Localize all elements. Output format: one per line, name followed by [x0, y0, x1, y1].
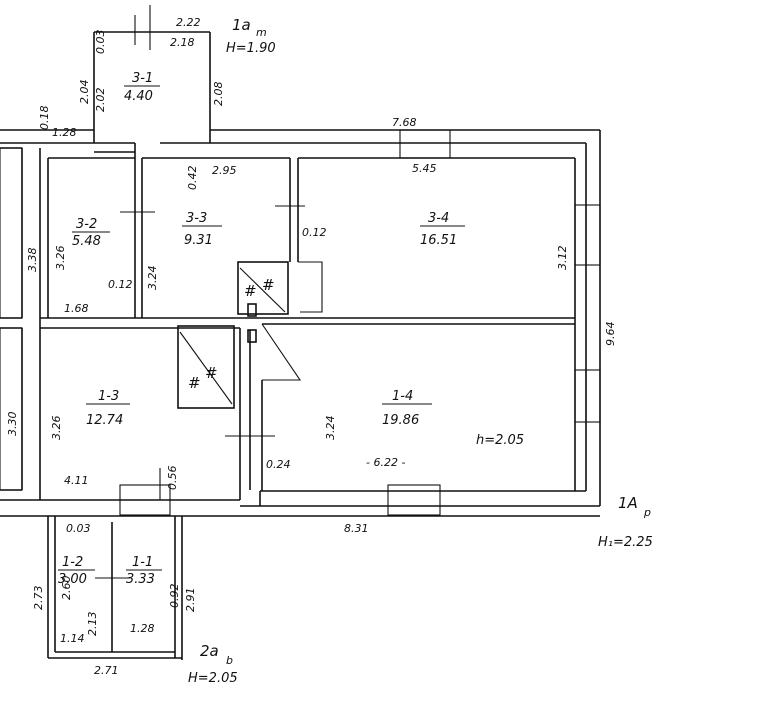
top-block-label: 1a — [232, 16, 251, 34]
walls — [0, 5, 601, 660]
dim-label: 3.26 — [50, 416, 63, 441]
hatch-mark: # — [244, 282, 257, 300]
room-1-1-area: 3.33 — [126, 572, 155, 587]
dim-label: 3.38 — [26, 248, 39, 273]
room-1-4-num: 1-4 — [392, 389, 413, 404]
dim-label: 2.22 — [176, 16, 201, 29]
dim-label: 9.64 — [604, 322, 617, 347]
dim-label: 3.24 — [146, 266, 159, 291]
room-1-2-num: 1-2 — [62, 555, 83, 570]
dim-label: 2.91 — [184, 588, 197, 613]
dim-label: 7.68 — [392, 116, 417, 129]
top-block-sub: m — [256, 26, 267, 39]
bottom-block-height: H=2.05 — [188, 671, 238, 686]
dim-label: 4.11 — [64, 474, 89, 487]
dim-label: 0.92 — [168, 584, 181, 609]
room-1-1-num: 1-1 — [132, 555, 153, 570]
bottom-block-sub: b — [226, 654, 233, 667]
top-block-height: H=1.90 — [226, 41, 276, 56]
room-labels: 3-1 4.40 3-2 5.48 3-3 9.31 3-4 16.51 1-3… — [58, 71, 465, 587]
dim-label: 2.04 — [78, 80, 91, 105]
room-3-3-num: 3-3 — [186, 211, 207, 226]
room-3-1-area: 4.40 — [124, 89, 153, 104]
dim-label: 8.31 — [344, 522, 369, 535]
dim-label: 0.24 — [266, 458, 291, 471]
dim-label: 1.68 — [64, 302, 89, 315]
dim-label: 2.60 — [60, 576, 73, 601]
dim-label: 2.71 — [94, 664, 119, 677]
hatch-mark: # — [205, 364, 218, 382]
dim-label: 2.95 — [212, 164, 237, 177]
room-1-3-num: 1-3 — [98, 389, 119, 404]
hatch-mark: # — [188, 374, 201, 392]
room-1-2-area: 3.00 — [58, 572, 87, 587]
dim-label: 0.03 — [66, 522, 91, 535]
bottom-block-label: 2a — [200, 642, 219, 660]
dim-label: 1.28 — [52, 126, 77, 139]
room-3-2-area: 5.48 — [72, 234, 101, 249]
room-1-4-area: 19.86 — [382, 413, 419, 428]
room-3-4-num: 3-4 — [428, 211, 449, 226]
dim-label: 0.03 — [94, 30, 107, 55]
dim-label: 0.56 — [166, 466, 179, 491]
dim-label: 3.12 — [556, 246, 569, 271]
dim-label: 3.30 — [6, 412, 19, 437]
dim-label: 2.08 — [212, 82, 225, 107]
dim-label: 0.18 — [38, 106, 51, 131]
main-block-label: 1A — [618, 494, 638, 512]
room-1-3-area: 12.74 — [86, 413, 123, 428]
room-3-4-area: 16.51 — [420, 233, 457, 248]
room-3-1-num: 3-1 — [132, 71, 153, 86]
dim-label: 1.14 — [60, 632, 85, 645]
room-3-3-area: 9.31 — [184, 233, 213, 248]
dim-label: - 6.22 - — [366, 456, 405, 469]
hatch-mark: # — [262, 276, 275, 294]
dim-label: 2.73 — [32, 586, 45, 611]
block-labels: 1a m H=1.90 1A p H₁=2.25 2a b H=2.05 h=2… — [188, 16, 653, 686]
dimensions: 2.22 2.18 0.03 2.04 2.02 2.08 0.18 1.28 … — [6, 16, 617, 677]
dim-label: 2.13 — [86, 612, 99, 637]
chimney-hatch: # # # # — [188, 276, 275, 392]
dim-label: 3.26 — [54, 246, 67, 271]
dim-label: 0.42 — [186, 166, 199, 191]
dim-label: 2.18 — [170, 36, 195, 49]
main-block-height: H₁=2.25 — [598, 535, 653, 550]
dim-label: 3.24 — [324, 416, 337, 441]
dim-label: 0.12 — [108, 278, 133, 291]
dim-label: 1.28 — [130, 622, 155, 635]
room-height: h=2.05 — [476, 433, 524, 448]
dim-label: 5.45 — [412, 162, 437, 175]
dim-label: 0.12 — [302, 226, 327, 239]
dim-label: 2.02 — [94, 88, 107, 113]
room-3-2-num: 3-2 — [76, 217, 97, 232]
main-block-sub: p — [643, 506, 651, 519]
